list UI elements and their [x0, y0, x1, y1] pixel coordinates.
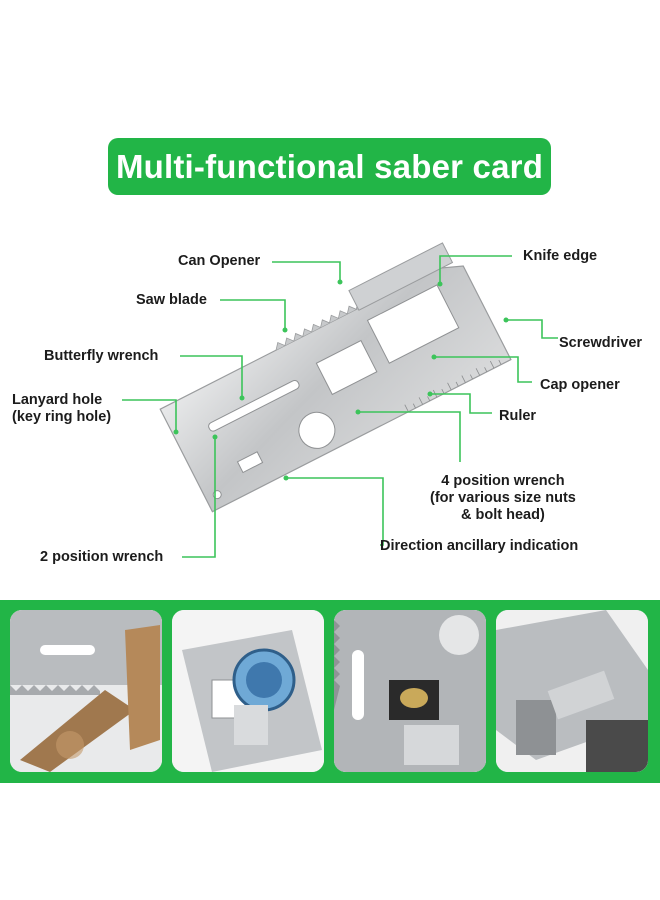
label-ruler: Ruler — [499, 408, 537, 424]
pointer-screwdriver — [506, 319, 558, 339]
label-screwdriver: Screwdriver — [559, 335, 643, 351]
label-four-position-line3: & bolt head) — [461, 507, 545, 523]
label-can-opener: Can Opener — [178, 253, 261, 269]
pointer-two-position-wrench — [182, 437, 216, 558]
label-lanyard-hole: Lanyard hole (key ring hole) — [12, 392, 111, 426]
pointer-saw-blade — [220, 299, 286, 330]
pointer-direction — [286, 477, 384, 546]
label-knife-edge: Knife edge — [523, 248, 598, 264]
label-lanyard-hole-line1: Lanyard hole — [12, 392, 103, 408]
pointer-knife-edge — [439, 255, 512, 284]
label-cap-opener: Cap opener — [540, 377, 620, 393]
label-lanyard-hole-line2: (key ring hole) — [12, 409, 112, 425]
label-direction-indication: Direction ancillary indication — [380, 538, 579, 554]
label-saw-blade: Saw blade — [136, 292, 207, 308]
wrench-use-photo — [496, 610, 648, 772]
label-four-position-line1: 4 position wrench — [441, 473, 565, 489]
label-four-position-wrench: 4 position wrench (for various size nuts… — [430, 473, 576, 524]
label-two-position-wrench: 2 position wrench — [40, 549, 164, 565]
saber-card — [159, 242, 512, 513]
label-butterfly-wrench: Butterfly wrench — [44, 348, 159, 364]
pointer-cap-opener — [434, 356, 532, 383]
bottle-cap-opener-photo — [172, 610, 324, 772]
pointer-ruler — [430, 393, 492, 414]
pointer-lanyard-hole — [122, 399, 177, 432]
pointer-can-opener — [272, 261, 341, 282]
saber-card-diagram — [122, 242, 558, 558]
page-title: Multi-functional saber card — [115, 147, 544, 185]
label-four-position-line2: (for various size nuts — [430, 490, 576, 506]
pointer-butterfly-wrench — [180, 355, 243, 398]
saw-cutting-wood-photo — [10, 610, 162, 772]
title-banner: Multi-functional saber card — [108, 138, 551, 195]
pointer-four-position — [358, 411, 461, 462]
screwdriver-bolt-photo — [334, 610, 486, 772]
